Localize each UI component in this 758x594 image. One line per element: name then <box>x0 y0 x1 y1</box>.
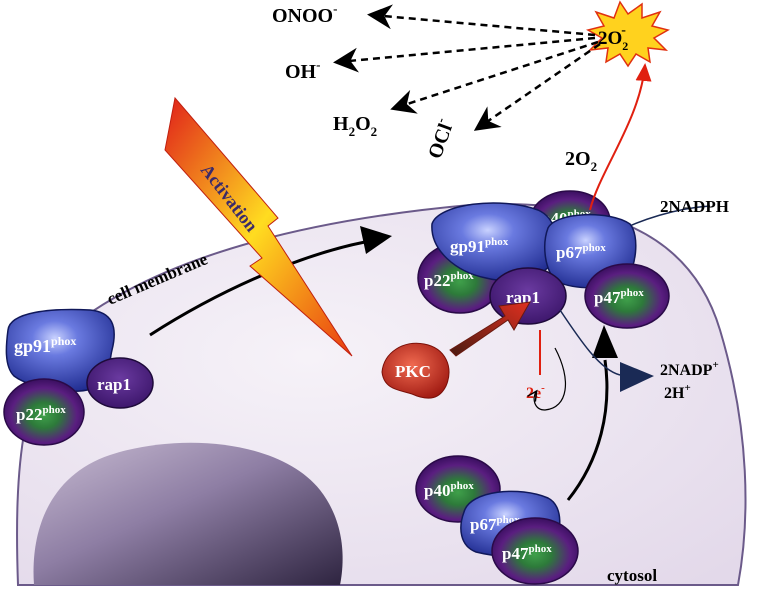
h-label: 2H <box>664 385 685 402</box>
nadp-label: 2NADP <box>660 362 713 379</box>
onoo-sup: - <box>333 1 337 16</box>
rap1-label: rap1 <box>506 288 540 307</box>
h2o2-sub2: 2 <box>371 124 378 139</box>
p67-label: p67 <box>556 243 583 262</box>
p47-phox-active <box>584 263 670 329</box>
arrow-to-ocl <box>473 42 601 131</box>
h-sup: + <box>684 382 690 394</box>
h2o2-sub1: 2 <box>349 124 356 139</box>
translocation-arrow <box>149 240 366 337</box>
two-e-sup: - <box>541 382 545 394</box>
ocl-sup: - <box>432 115 448 124</box>
h2o2-h: H <box>333 113 349 135</box>
recruitment-arrow <box>566 359 609 501</box>
rap1-label: rap1 <box>97 375 131 394</box>
svg-text:gp91phox: gp91phox <box>450 236 509 256</box>
phox-sup: phox <box>450 480 474 492</box>
nadp-output-arrowhead <box>620 362 654 392</box>
phox-sup: phox <box>528 543 552 555</box>
p47-phox-cytosol <box>491 517 579 585</box>
phox-sup: phox <box>620 287 644 299</box>
superoxide-label: 2O <box>598 28 622 49</box>
nadph-label: 2NADPH <box>660 197 729 216</box>
p47-label: p47 <box>594 288 621 307</box>
phox-sup: phox <box>582 242 606 254</box>
arrow-to-oh <box>333 36 596 73</box>
svg-text:2O2: 2O2 <box>565 148 597 174</box>
superoxide-sub: 2 <box>622 39 628 53</box>
svg-text:2O2-: 2O2- <box>598 23 628 53</box>
ocl-label-group: OCl- <box>420 115 458 161</box>
rap1-inactive <box>86 357 154 409</box>
pkc-arrow <box>449 301 531 357</box>
onoo-label: ONOO <box>272 5 333 27</box>
p47-label: p47 <box>502 544 529 563</box>
oxygen-sub: 2 <box>591 159 598 174</box>
ros-arrows <box>333 4 601 131</box>
svg-text:OH-: OH- <box>285 57 320 83</box>
pkc-label: PKC <box>395 362 431 381</box>
recruitment-arrowhead <box>592 325 618 358</box>
svg-text:ONOO-: ONOO- <box>272 1 337 27</box>
cytosol-label: cytosol <box>607 566 657 585</box>
superoxide-production-line <box>589 63 652 211</box>
superoxide-sup: - <box>621 23 626 38</box>
svg-text:gp91phox: gp91phox <box>14 334 76 356</box>
cytosolic-subunits: p40phox p67phox p47phox <box>415 455 579 585</box>
phox-sup: phox <box>485 236 509 248</box>
oxygen-label: 2O <box>565 148 591 170</box>
p40-label: p40 <box>424 481 450 500</box>
gp91-label: gp91 <box>14 336 51 356</box>
oh-label: OH <box>285 61 317 83</box>
nucleus <box>33 442 343 585</box>
nadp-output-curve <box>559 309 621 376</box>
svg-text:p22phox: p22phox <box>16 404 66 424</box>
arrow-to-h2o2 <box>390 40 599 114</box>
p22-label: p22 <box>16 405 42 424</box>
inactive-membrane-complex: gp91phox p22phox rap1 <box>3 308 154 446</box>
activation-bolt <box>164 96 353 357</box>
svg-text:H2O2: H2O2 <box>333 113 377 139</box>
h2o2-o: O <box>355 113 371 135</box>
active-nox-complex: p40phox p22phox gp91phox p67phox p47phox… <box>417 190 670 329</box>
oh-sup: - <box>316 57 320 72</box>
electron-return-arrow <box>534 347 567 411</box>
superoxide-burst <box>586 0 670 68</box>
svg-text:2NADP+: 2NADP+ <box>660 359 719 379</box>
p67-label: p67 <box>470 515 497 534</box>
svg-text:p47phox: p47phox <box>502 543 552 563</box>
svg-text:2H+: 2H+ <box>664 382 691 402</box>
svg-text:p67phox: p67phox <box>556 242 606 262</box>
arrow-to-onoo <box>367 4 596 37</box>
gp91-label: gp91 <box>450 237 485 256</box>
nadp-sup: + <box>712 359 718 371</box>
svg-text:p40phox: p40phox <box>424 480 474 500</box>
pkc-shape <box>381 342 450 399</box>
phox-sup: phox <box>42 404 66 416</box>
svg-text:p47phox: p47phox <box>594 287 644 307</box>
ocl-label: OCl <box>424 120 457 161</box>
p22-phox-inactive <box>3 378 85 446</box>
translocation-arrowhead <box>360 226 392 254</box>
p22-label: p22 <box>424 271 450 290</box>
phox-sup: phox <box>51 334 76 348</box>
